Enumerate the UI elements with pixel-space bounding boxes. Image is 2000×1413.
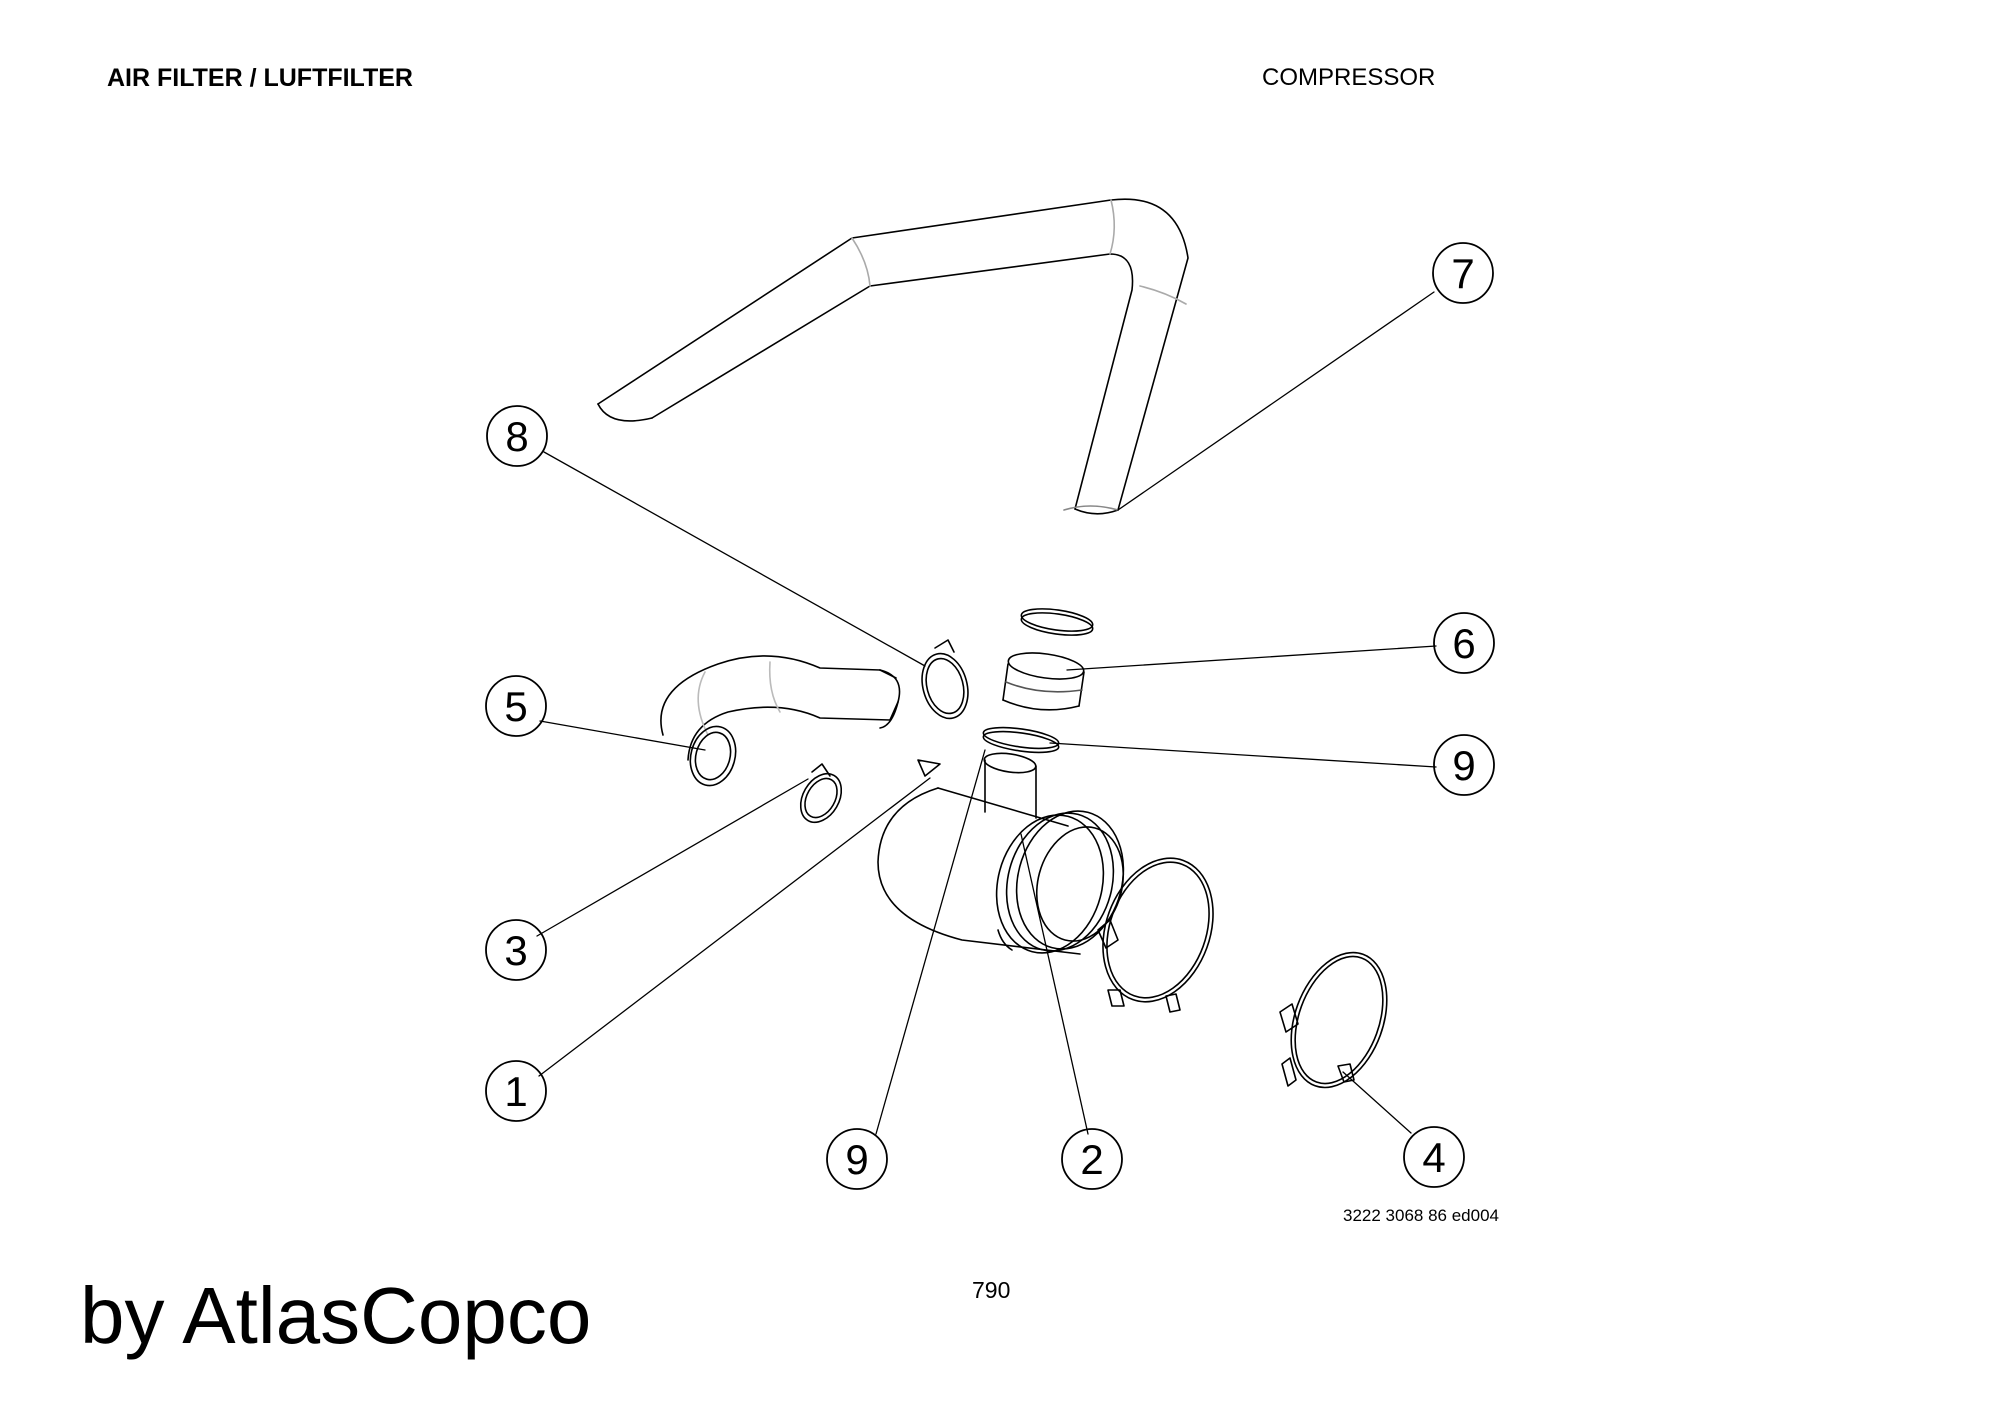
band-clamp-filter: [1097, 857, 1214, 1013]
callout-4: 4: [1422, 1134, 1445, 1181]
air-filter-housing-part-2: [877, 752, 1125, 955]
callout-circles: [485, 242, 1495, 1190]
callout-9-right: 9: [1452, 742, 1475, 789]
clamp-part-3: [799, 763, 843, 824]
hose-elbow-part: [660, 655, 901, 787]
drawing-number: 3222 3068 86 ed004: [1343, 1206, 1499, 1225]
seal-ring-part-9: [982, 726, 1060, 754]
leader-lines: [536, 291, 1437, 1135]
page-title: AIR FILTER / LUFTFILTER: [107, 64, 413, 92]
callout-1: 1: [504, 1068, 527, 1115]
section-title: COMPRESSOR: [1262, 64, 1436, 91]
callout-3: 3: [504, 927, 527, 974]
seal-ring-top: [1020, 608, 1094, 636]
hose-clamp-part-8: [921, 639, 969, 720]
callout-6: 6: [1452, 620, 1475, 667]
page-number: 790: [972, 1277, 1011, 1303]
callout-7: 7: [1451, 250, 1474, 297]
connector-sleeve-part-6: [1002, 652, 1085, 711]
callout-8: 8: [505, 413, 528, 460]
intake-pipe-part: [597, 198, 1189, 515]
mounting-band-part-4: [1279, 951, 1388, 1089]
callout-2: 2: [1080, 1136, 1103, 1183]
callout-9-bottom: 9: [845, 1136, 868, 1183]
callout-5: 5: [504, 683, 527, 730]
watermark-text: by AtlasCopco: [80, 1271, 592, 1360]
